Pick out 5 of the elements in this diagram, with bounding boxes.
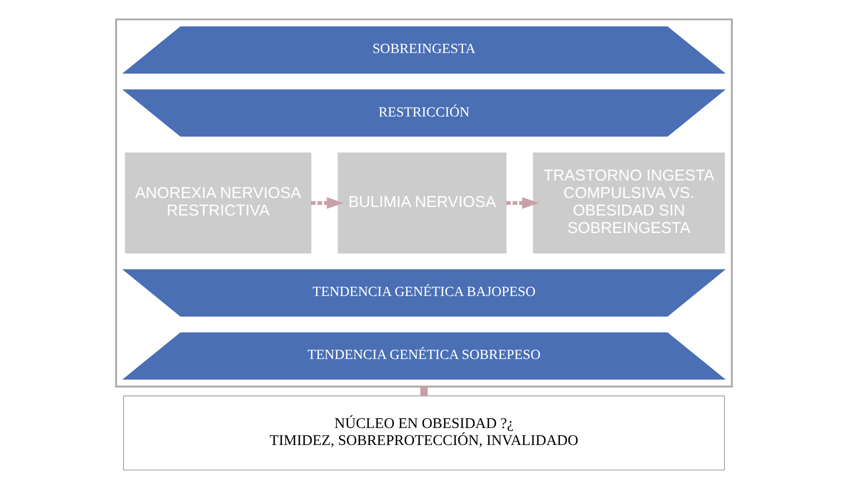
- arrow: [506, 197, 539, 209]
- node-box: NÚCLEO EN OBESIDAD ?¿ TIMIDEZ, SOBREPROTECCIÓN, INVALIDADO: [123, 395, 725, 471]
- cluster: [115, 18, 733, 388]
- arrow: [310, 197, 344, 209]
- connector: [420, 386, 428, 396]
